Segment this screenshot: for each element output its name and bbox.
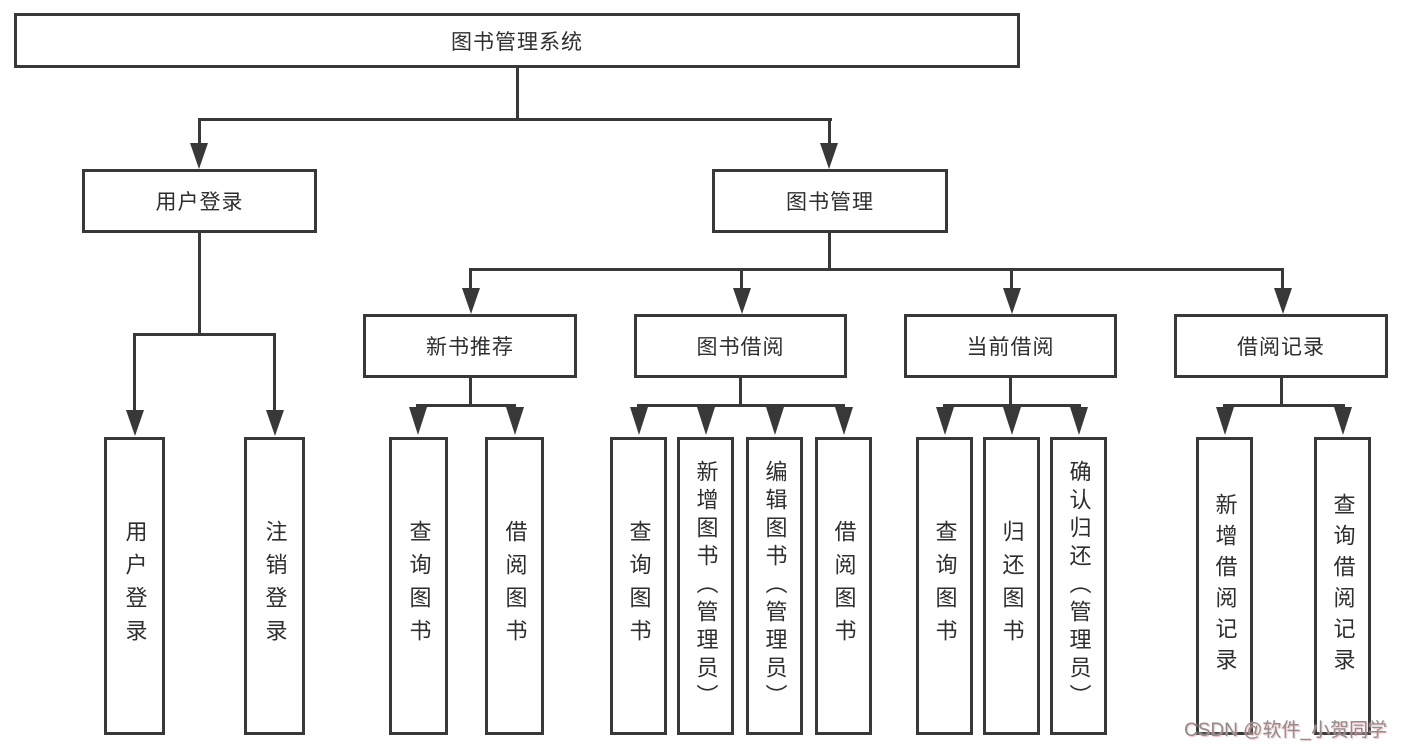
- arrow-down-icon: [462, 288, 480, 314]
- connector-line: [637, 404, 845, 407]
- arrow-down-icon: [1070, 407, 1088, 435]
- connector-line: [1009, 376, 1012, 406]
- node-label: 归还图书: [999, 520, 1025, 652]
- arrow-down-icon: [1003, 288, 1021, 314]
- node-label: 查询借阅记录: [1330, 493, 1356, 679]
- arrow-down-icon: [126, 410, 144, 436]
- connector-line: [133, 333, 276, 336]
- connector-line: [133, 333, 136, 412]
- leaf-return-books: 归还图书: [983, 437, 1040, 735]
- arrow-down-icon: [1003, 407, 1021, 435]
- connector-line: [828, 231, 831, 270]
- leaf-borrow-books-recommendation: 借阅图书: [485, 437, 544, 735]
- arrow-down-icon: [630, 407, 648, 435]
- arrow-down-icon: [266, 410, 284, 436]
- leaf-query-books-recommendation: 查询图书: [389, 437, 448, 735]
- leaf-logout: 注销登录: [244, 437, 305, 735]
- arrow-down-icon: [766, 407, 784, 435]
- arrow-down-icon: [697, 407, 715, 435]
- leaf-edit-book-admin: 编辑图书（管理员）: [746, 437, 803, 735]
- arrow-down-icon: [506, 407, 524, 435]
- connector-line: [198, 118, 201, 145]
- csdn-watermark: CSDN @软件_小贺同学: [1184, 720, 1387, 741]
- node-current-borrowing: 当前借阅: [904, 314, 1117, 378]
- arrow-down-icon: [1334, 407, 1352, 435]
- node-new-book-recommendation: 新书推荐: [363, 314, 577, 378]
- node-label: 当前借阅: [966, 336, 1055, 359]
- node-label: 图书借阅: [696, 336, 785, 359]
- node-label: 编辑图书（管理员）: [762, 460, 788, 712]
- leaf-query-borrowing-record: 查询借阅记录: [1314, 437, 1371, 735]
- node-label: 借阅图书: [831, 520, 857, 652]
- leaf-borrow-books-borrowing: 借阅图书: [815, 437, 872, 735]
- arrow-down-icon: [733, 288, 751, 314]
- leaf-add-borrowing-record: 新增借阅记录: [1196, 437, 1253, 735]
- node-user-login: 用户登录: [82, 169, 317, 233]
- connector-line: [1223, 404, 1345, 407]
- connector-line: [273, 333, 276, 412]
- node-label: 查询图书: [406, 520, 432, 652]
- node-label: 图书管理: [786, 191, 874, 214]
- connector-line: [740, 268, 743, 290]
- node-label: 用户登录: [122, 520, 148, 652]
- leaf-confirm-return-admin: 确认归还（管理员）: [1050, 437, 1107, 735]
- arrow-down-icon: [820, 143, 838, 169]
- node-label: 新增借阅记录: [1212, 493, 1238, 679]
- arrow-down-icon: [936, 407, 954, 435]
- node-label: 查询图书: [932, 520, 958, 652]
- connector-line: [1281, 268, 1284, 290]
- leaf-query-books-borrowing: 查询图书: [610, 437, 667, 735]
- connector-line: [416, 404, 516, 407]
- node-library-management-system: 图书管理系统: [14, 13, 1020, 68]
- connector-line: [828, 118, 831, 145]
- leaf-user-login: 用户登录: [104, 437, 165, 735]
- node-label: 新书推荐: [426, 336, 514, 359]
- connector-line: [198, 231, 201, 335]
- connector-line: [1280, 376, 1283, 406]
- node-label: 新增图书（管理员）: [693, 460, 719, 712]
- arrow-down-icon: [835, 407, 853, 435]
- node-label: 确认归还（管理员）: [1066, 460, 1092, 712]
- node-label: 注销登录: [262, 520, 288, 652]
- connector-line: [469, 376, 472, 406]
- node-label: 用户登录: [155, 191, 244, 214]
- leaf-add-book-admin: 新增图书（管理员）: [677, 437, 734, 735]
- connector-line: [943, 404, 1081, 407]
- leaf-query-books-current: 查询图书: [916, 437, 973, 735]
- node-book-borrowing: 图书借阅: [634, 314, 847, 378]
- node-borrowing-records: 借阅记录: [1174, 314, 1388, 378]
- node-label: 查询图书: [626, 520, 652, 652]
- arrow-down-icon: [1274, 288, 1292, 314]
- node-label: 借阅图书: [502, 520, 528, 652]
- connector-line: [516, 66, 519, 120]
- node-book-management: 图书管理: [712, 169, 948, 233]
- arrow-down-icon: [190, 143, 208, 169]
- connector-line: [1010, 268, 1013, 290]
- connector-line: [198, 118, 832, 121]
- node-label: 图书管理系统: [451, 30, 583, 54]
- arrow-down-icon: [1216, 407, 1234, 435]
- connector-line: [739, 376, 742, 406]
- node-label: 借阅记录: [1237, 336, 1325, 359]
- arrow-down-icon: [409, 407, 427, 435]
- connector-line: [469, 268, 1284, 271]
- connector-line: [469, 268, 472, 290]
